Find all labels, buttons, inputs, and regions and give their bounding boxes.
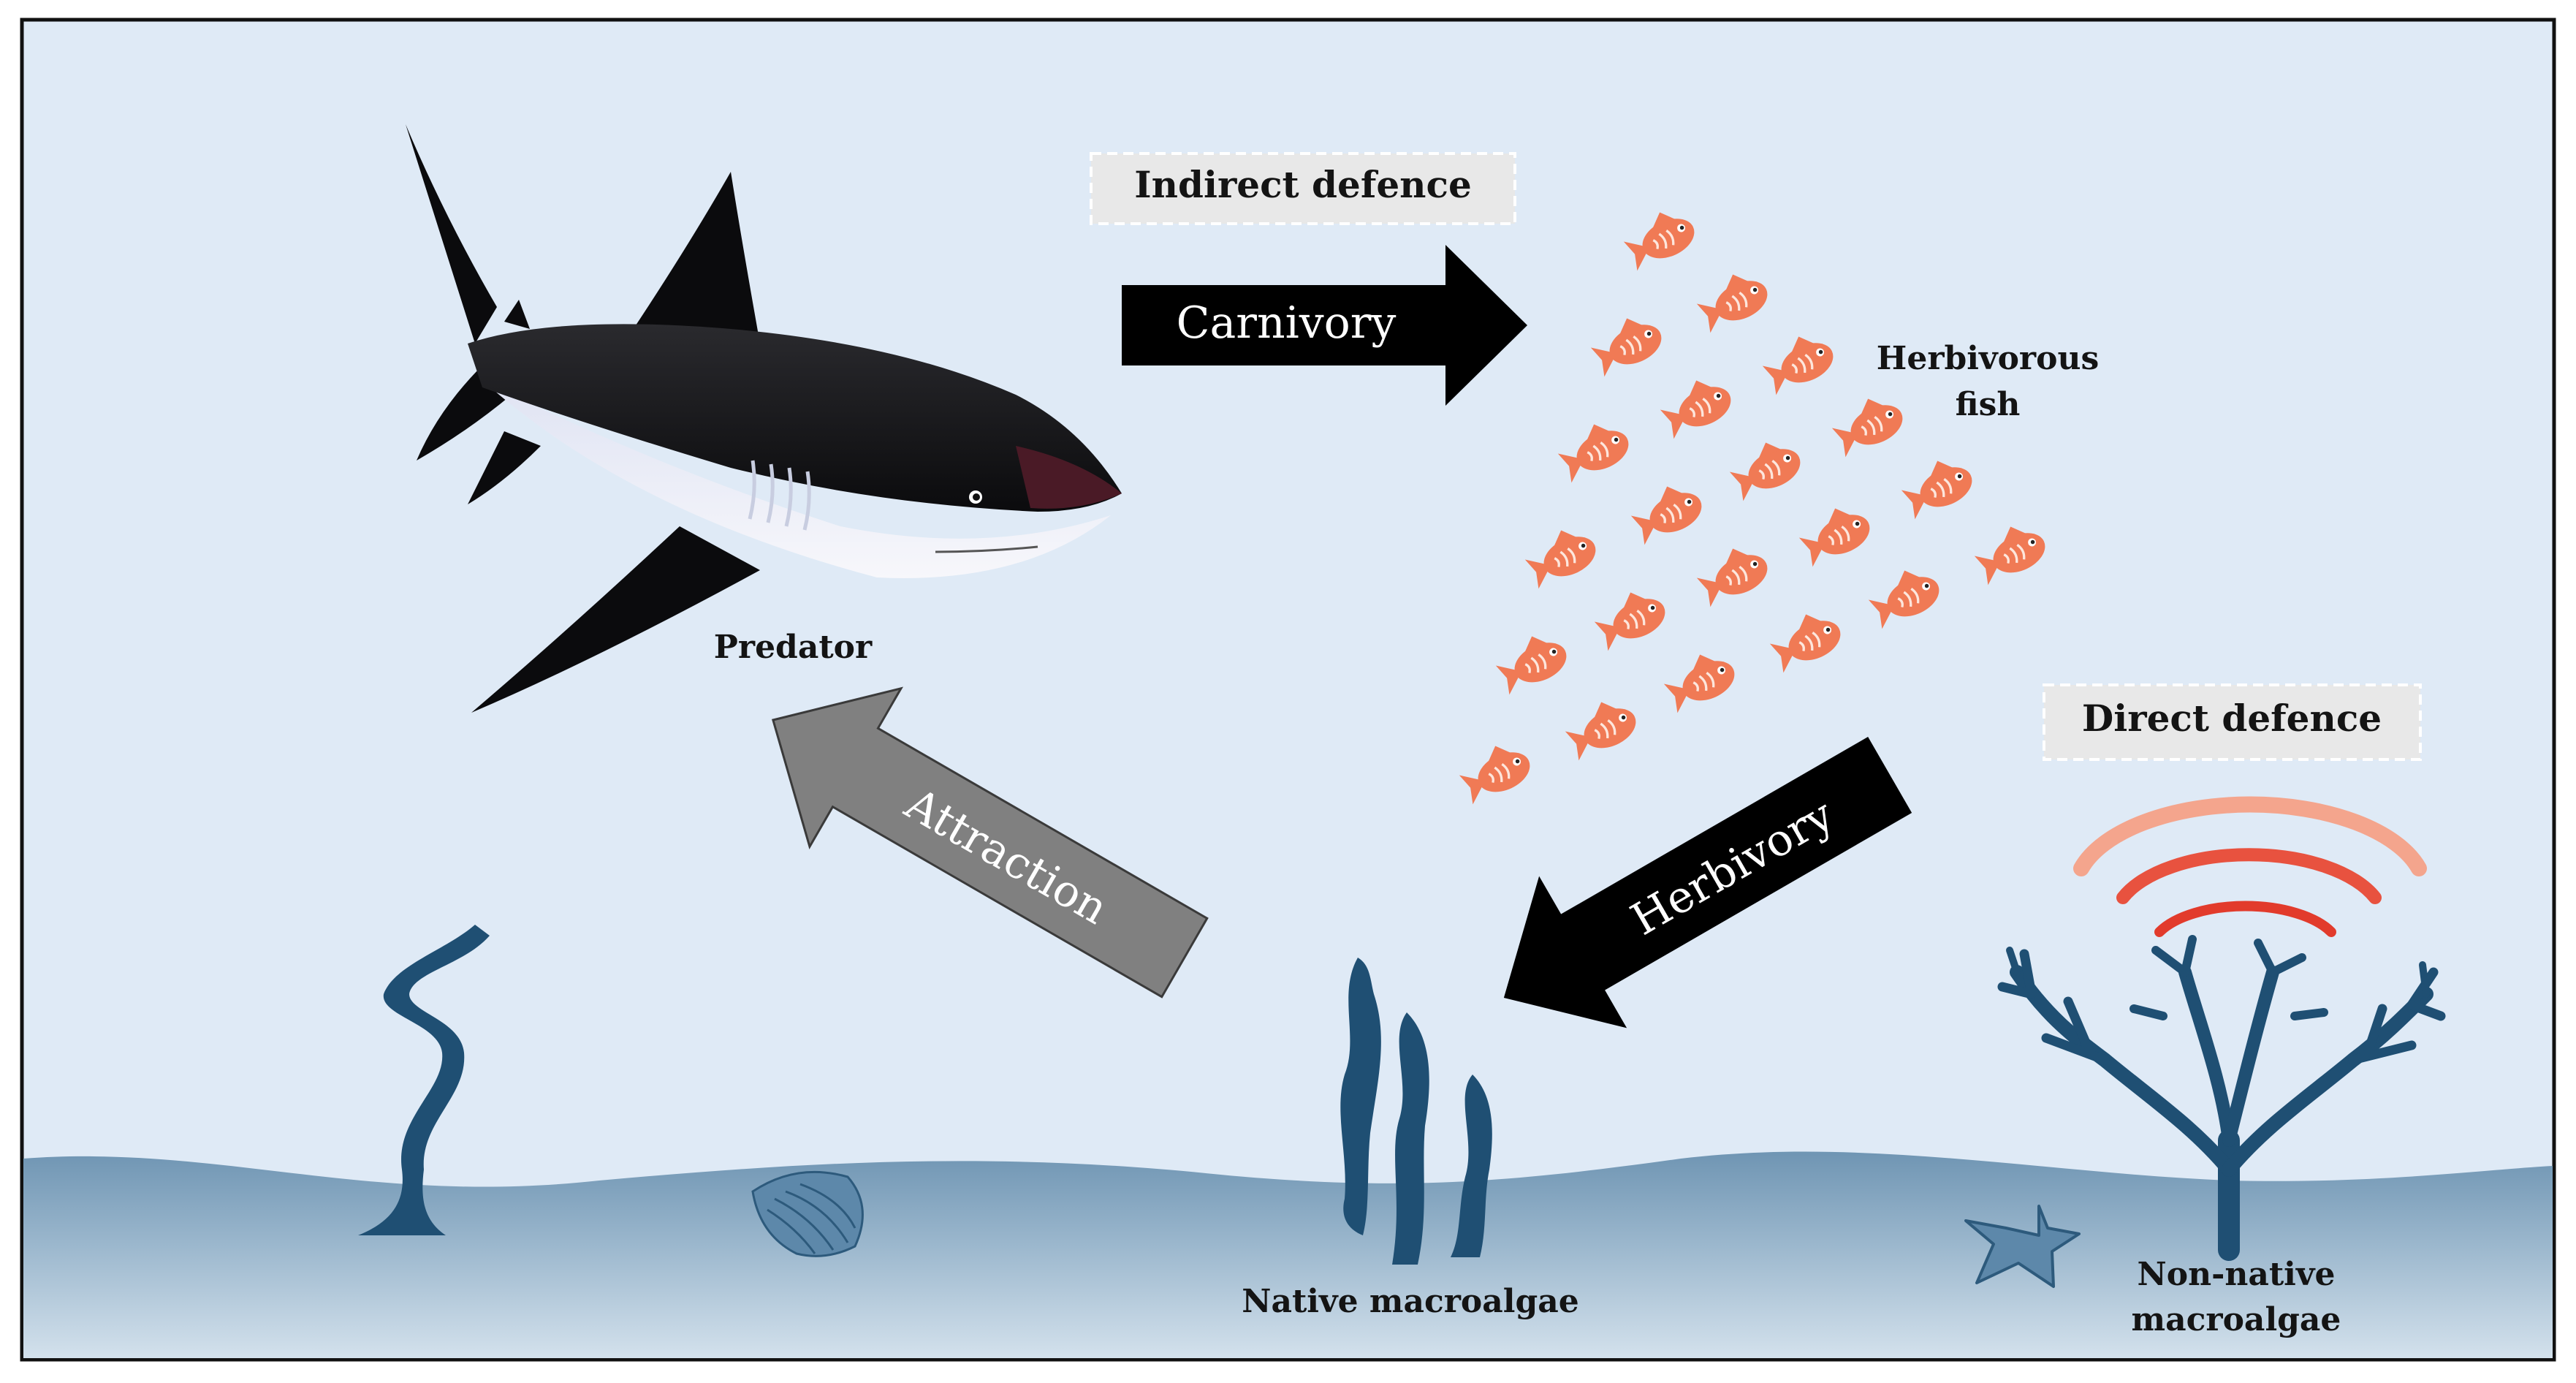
indirect-defence-label: Indirect defence [1134,163,1472,206]
herbivorous-fish-label-line1: Herbivorous [1877,340,2099,377]
carnivory-arrow: Carnivory [1122,245,1527,406]
seaweed-icon [358,925,490,1235]
seaweed-icon [1451,1075,1492,1257]
seabed [23,1151,2553,1358]
native-macroalgae [1340,958,1492,1265]
direct-defence-label: Direct defence [2082,697,2382,740]
non-native-macroalgae-label-line1: Non-native [2138,1256,2336,1293]
indirect-defence-box: Indirect defence [1090,152,1516,225]
shell-icon [751,1170,864,1257]
shark-icon [406,124,1122,713]
carnivory-label: Carnivory [1177,298,1397,349]
seaweed-icon [1340,958,1381,1235]
herbivorous-fish-label-line2: fish [1956,386,2021,423]
native-macroalgae-label: Native macroalgae [1242,1283,1579,1320]
non-native-macroalgae-label-line2: macroalgae [2132,1301,2341,1338]
coral-macroalgae-icon [1997,935,2446,1261]
seaweed-icon [1392,1012,1429,1265]
direct-defence-box: Direct defence [2043,683,2422,761]
starfish-icon [1964,1205,2081,1288]
signal-waves-icon [2073,796,2427,937]
predator-label: Predator [714,629,873,666]
